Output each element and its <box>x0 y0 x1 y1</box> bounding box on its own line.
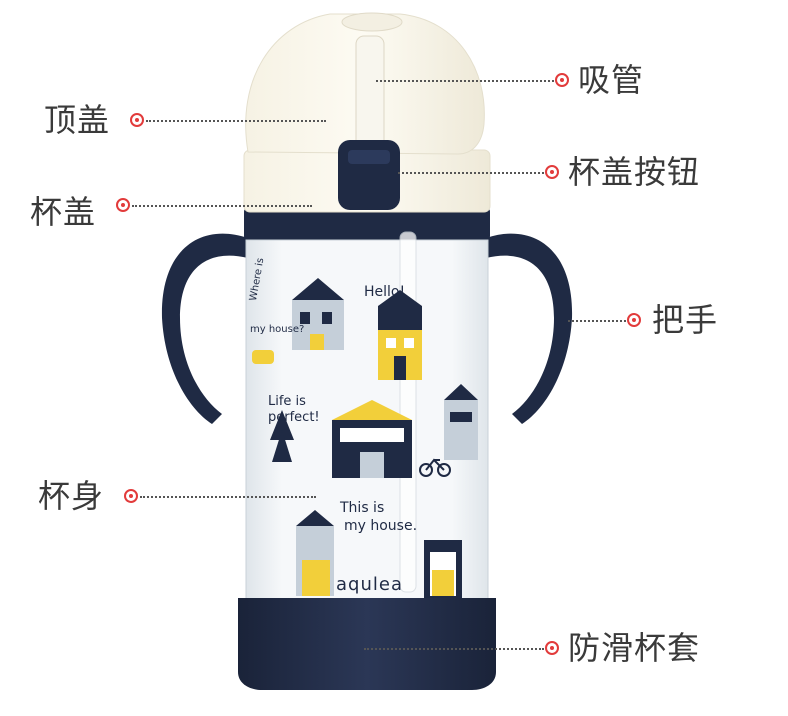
label-cup-lid: 杯盖 <box>30 193 97 231</box>
right-handle <box>486 233 573 424</box>
cup-text-hello: Hello! <box>364 284 406 300</box>
non-slip-sleeve-shape <box>238 598 496 690</box>
leader-lid-button <box>398 172 544 174</box>
label-top-lid: 顶盖 <box>44 101 111 139</box>
cup-text-perfect: perfect! <box>268 410 320 425</box>
leader-cup-body <box>140 496 316 498</box>
label-non-slip-sleeve: 防滑杯套 <box>568 629 701 667</box>
marker-cup-lid <box>116 198 130 212</box>
leader-top-lid <box>146 120 326 122</box>
label-handle: 把手 <box>652 301 719 339</box>
marker-cup-body <box>124 489 138 503</box>
leader-straw <box>376 80 554 82</box>
marker-straw <box>555 73 569 87</box>
marker-top-lid <box>130 113 144 127</box>
marker-non-slip-sleeve <box>545 641 559 655</box>
left-handle <box>161 233 248 424</box>
label-cup-body: 杯身 <box>38 477 105 515</box>
cup-text-this-is: This is <box>340 500 385 516</box>
cup-text-my-house: my house. <box>344 518 418 534</box>
straw-shape <box>355 35 385 159</box>
cup-brand-logo: aqulea <box>336 574 403 595</box>
leader-non-slip-sleeve <box>364 648 544 650</box>
leader-handle <box>568 320 626 322</box>
marker-handle <box>627 313 641 327</box>
marker-lid-button <box>545 165 559 179</box>
label-straw: 吸管 <box>578 61 645 99</box>
label-lid-button: 杯盖按钮 <box>568 153 701 191</box>
leader-cup-lid <box>132 205 312 207</box>
house-pattern <box>252 278 478 600</box>
cup-text-my-house-q: my house? <box>250 324 305 335</box>
cup-text-life-is: Life is <box>268 394 306 409</box>
